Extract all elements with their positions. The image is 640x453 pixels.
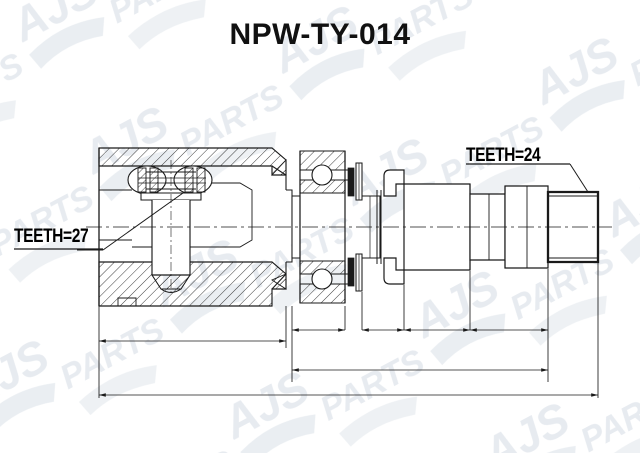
- seal-retainer: [376, 169, 405, 285]
- trunnion-roller-assembly: [127, 160, 213, 296]
- ball-bearing: [291, 150, 355, 304]
- dimension-lines: [98, 263, 599, 398]
- part-number-title: NPW-TY-014: [229, 18, 411, 51]
- teeth-label-left: TEETH=27: [14, 226, 89, 247]
- leader-lines: [14, 163, 589, 251]
- snap-ring: [355, 162, 363, 292]
- teeth-label-right: TEETH=24: [466, 145, 541, 166]
